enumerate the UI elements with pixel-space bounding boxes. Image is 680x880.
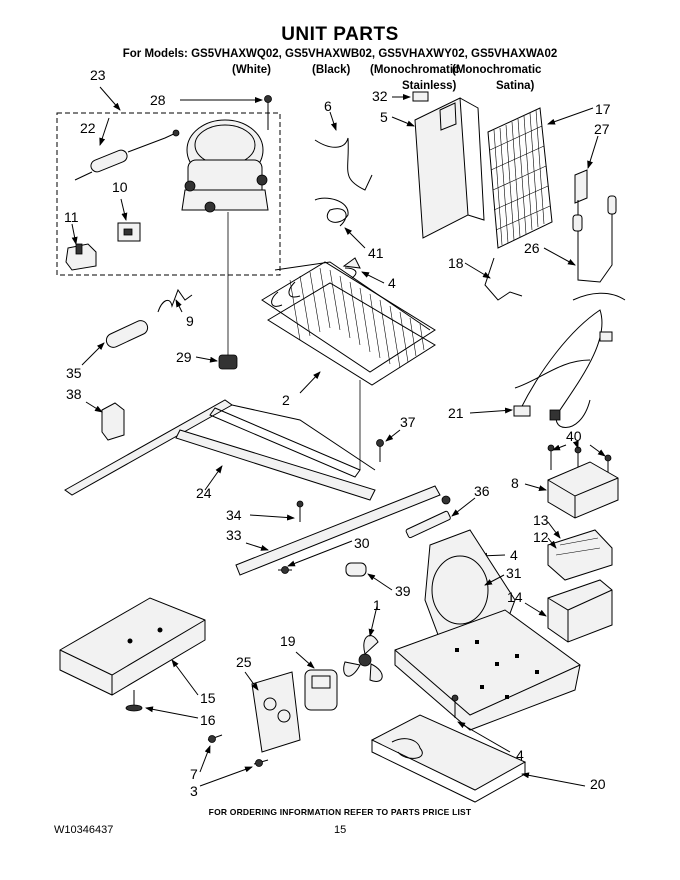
drain-tray bbox=[59, 597, 206, 696]
callout-4-clip: 4 bbox=[388, 275, 396, 291]
callout-27: 27 bbox=[594, 121, 610, 137]
callout-31: 31 bbox=[506, 565, 522, 581]
page-number: 15 bbox=[334, 824, 347, 836]
callout-30: 30 bbox=[354, 535, 370, 551]
callout-22: 22 bbox=[80, 120, 96, 136]
callout-5: 5 bbox=[380, 109, 388, 125]
callout-14: 14 bbox=[507, 589, 523, 605]
callout-16: 16 bbox=[200, 712, 216, 728]
callout-1: 1 bbox=[373, 597, 381, 613]
ordering-note: FOR ORDERING INFORMATION REFER TO PARTS … bbox=[208, 807, 472, 817]
callout-8: 8 bbox=[511, 475, 519, 491]
callout-29: 29 bbox=[176, 349, 192, 365]
variant-black: (Black) bbox=[312, 64, 351, 76]
callout-13: 13 bbox=[533, 512, 549, 528]
callout-17: 17 bbox=[595, 101, 611, 117]
callout-26: 26 bbox=[524, 240, 540, 256]
callout-39: 39 bbox=[395, 583, 411, 599]
callout-12: 12 bbox=[533, 529, 549, 545]
variant-white: (White) bbox=[232, 64, 271, 76]
callout-15: 15 bbox=[200, 690, 216, 706]
machine-compartment-base bbox=[394, 529, 581, 731]
variant-satina: Satina) bbox=[496, 80, 535, 92]
drain-pan bbox=[370, 714, 527, 803]
callout-20: 20 bbox=[590, 776, 606, 792]
evaporator-coil bbox=[261, 261, 436, 386]
callout-21: 21 bbox=[448, 405, 464, 421]
callout-4-lower: 4 bbox=[516, 747, 524, 763]
fan-blade bbox=[343, 635, 383, 682]
callout-28: 28 bbox=[150, 92, 166, 108]
callout-35: 35 bbox=[66, 365, 82, 381]
callout-11: 11 bbox=[64, 209, 79, 225]
variant-mono-1: (Monochromatic bbox=[370, 64, 460, 76]
callout-36: 36 bbox=[474, 483, 490, 499]
callout-38: 38 bbox=[66, 386, 82, 402]
callout-4-screw: 4 bbox=[510, 547, 518, 563]
callout-34: 34 bbox=[226, 507, 242, 523]
callout-40: 40 bbox=[566, 428, 582, 444]
callout-25: 25 bbox=[236, 654, 252, 670]
callout-19: 19 bbox=[280, 633, 296, 649]
callout-7: 7 bbox=[190, 766, 198, 782]
callout-33: 33 bbox=[226, 527, 242, 543]
variant-stainless: Stainless) bbox=[402, 80, 457, 92]
wire-harness bbox=[513, 292, 626, 428]
compressor-kit-group bbox=[56, 112, 281, 276]
callout-10: 10 bbox=[112, 179, 128, 195]
callout-37: 37 bbox=[400, 414, 416, 430]
callout-32: 32 bbox=[372, 88, 388, 104]
callout-9: 9 bbox=[186, 313, 194, 329]
callout-18: 18 bbox=[448, 255, 464, 271]
variant-mono-2: (Monochromatic bbox=[452, 64, 542, 76]
callout-labels: 23 28 22 10 11 6 32 5 17 27 41 4 18 26 9… bbox=[64, 67, 611, 799]
callout-23: 23 bbox=[90, 67, 106, 83]
model-list: For Models: GS5VHAXWQ02, GS5VHAXWB02, GS… bbox=[122, 48, 558, 60]
callout-24: 24 bbox=[196, 485, 212, 501]
page-title: UNIT PARTS bbox=[281, 24, 399, 45]
document-number: W10346437 bbox=[54, 824, 114, 836]
callout-2: 2 bbox=[282, 392, 290, 408]
condenser-coil bbox=[487, 107, 553, 249]
callout-6: 6 bbox=[324, 98, 332, 114]
base-frame bbox=[64, 399, 376, 501]
callout-41: 41 bbox=[368, 245, 384, 261]
callout-3: 3 bbox=[190, 783, 198, 799]
